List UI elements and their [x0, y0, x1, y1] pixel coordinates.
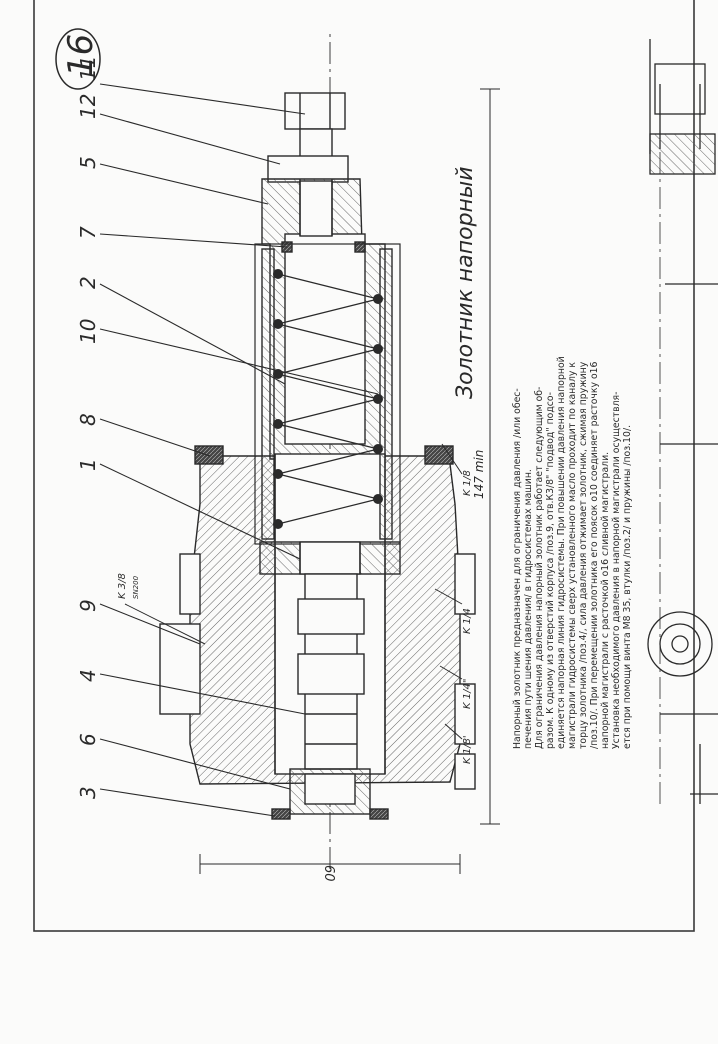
callout-12: 12: [76, 94, 100, 119]
description-line-7: торцу золотника /поз.4/, сила давления о…: [578, 361, 589, 749]
thread-k14: K 1/4: [462, 608, 473, 634]
callout-leaders: [99, 83, 379, 817]
nut: [284, 92, 346, 130]
dimension-width: 60: [321, 865, 336, 882]
dimension-length: 147 min: [472, 450, 486, 499]
description-line-3: Для ограничения давления напорный золотн…: [534, 387, 545, 749]
seal-ring: [194, 445, 224, 465]
part-callouts: 11 12 5 7 2 10 8 1 9 4 6 3: [76, 56, 100, 799]
description-line-8: /поз.10/. При перемещении золотника его …: [589, 361, 600, 749]
callout-4: 4: [76, 669, 100, 682]
callout-5: 5: [76, 156, 100, 169]
thread-k18-bottom: K 1/8': [462, 735, 473, 764]
spring: [273, 269, 383, 529]
description-line-9: напорной магистрали с расточкой о16 слив…: [600, 452, 611, 749]
frame-border: [33, 0, 695, 932]
thread-sn200: SN200: [132, 575, 140, 599]
description-line-10: Установка необходимого давления в напорн…: [611, 392, 622, 749]
callout-10: 10: [76, 319, 100, 344]
side-view-partial: [647, 39, 718, 804]
description-line-2: печения пути шения давления/ в гидросист…: [523, 469, 534, 749]
callout-3: 3: [76, 786, 100, 799]
drawing-title: Золотник напорный: [453, 166, 478, 399]
description-line-4: разом. К одному из отверстий корпуса /по…: [545, 392, 556, 749]
callout-7: 7: [76, 226, 100, 239]
dimensions: [199, 88, 500, 874]
thread-labels: K 3/8 SN200 K 1/8 K 1/4 K 1/4" K 1/8': [117, 470, 473, 764]
thread-k38: K 3/8: [117, 573, 128, 599]
callout-8: 8: [76, 413, 100, 426]
description-line-1: Напорный золотник предназначен для огран…: [512, 388, 523, 749]
valve-section-view: [159, 34, 476, 869]
callout-6: 6: [76, 733, 100, 746]
callout-1: 1: [76, 458, 100, 471]
thread-leaders: [124, 443, 463, 740]
description-line-5: единяется напорная линия гидросистемы. П…: [556, 356, 567, 749]
thread-k18-top: K 1/8: [462, 470, 473, 496]
callout-9: 9: [76, 599, 100, 612]
sheet-number: 16: [61, 34, 101, 77]
callout-2: 2: [76, 276, 100, 289]
description-line-11: ется при помощи винта М8 35, втулки /поз…: [622, 425, 633, 749]
washer: [271, 808, 291, 820]
description-line-6: магистрали гидросистемы сверх установлен…: [567, 362, 578, 749]
thread-k14b: K 1/4": [462, 679, 473, 709]
sheet-number-circle: [55, 28, 101, 90]
lock-nut: [267, 155, 349, 183]
description-text: Напорный золотник предназначен для огран…: [512, 356, 633, 749]
